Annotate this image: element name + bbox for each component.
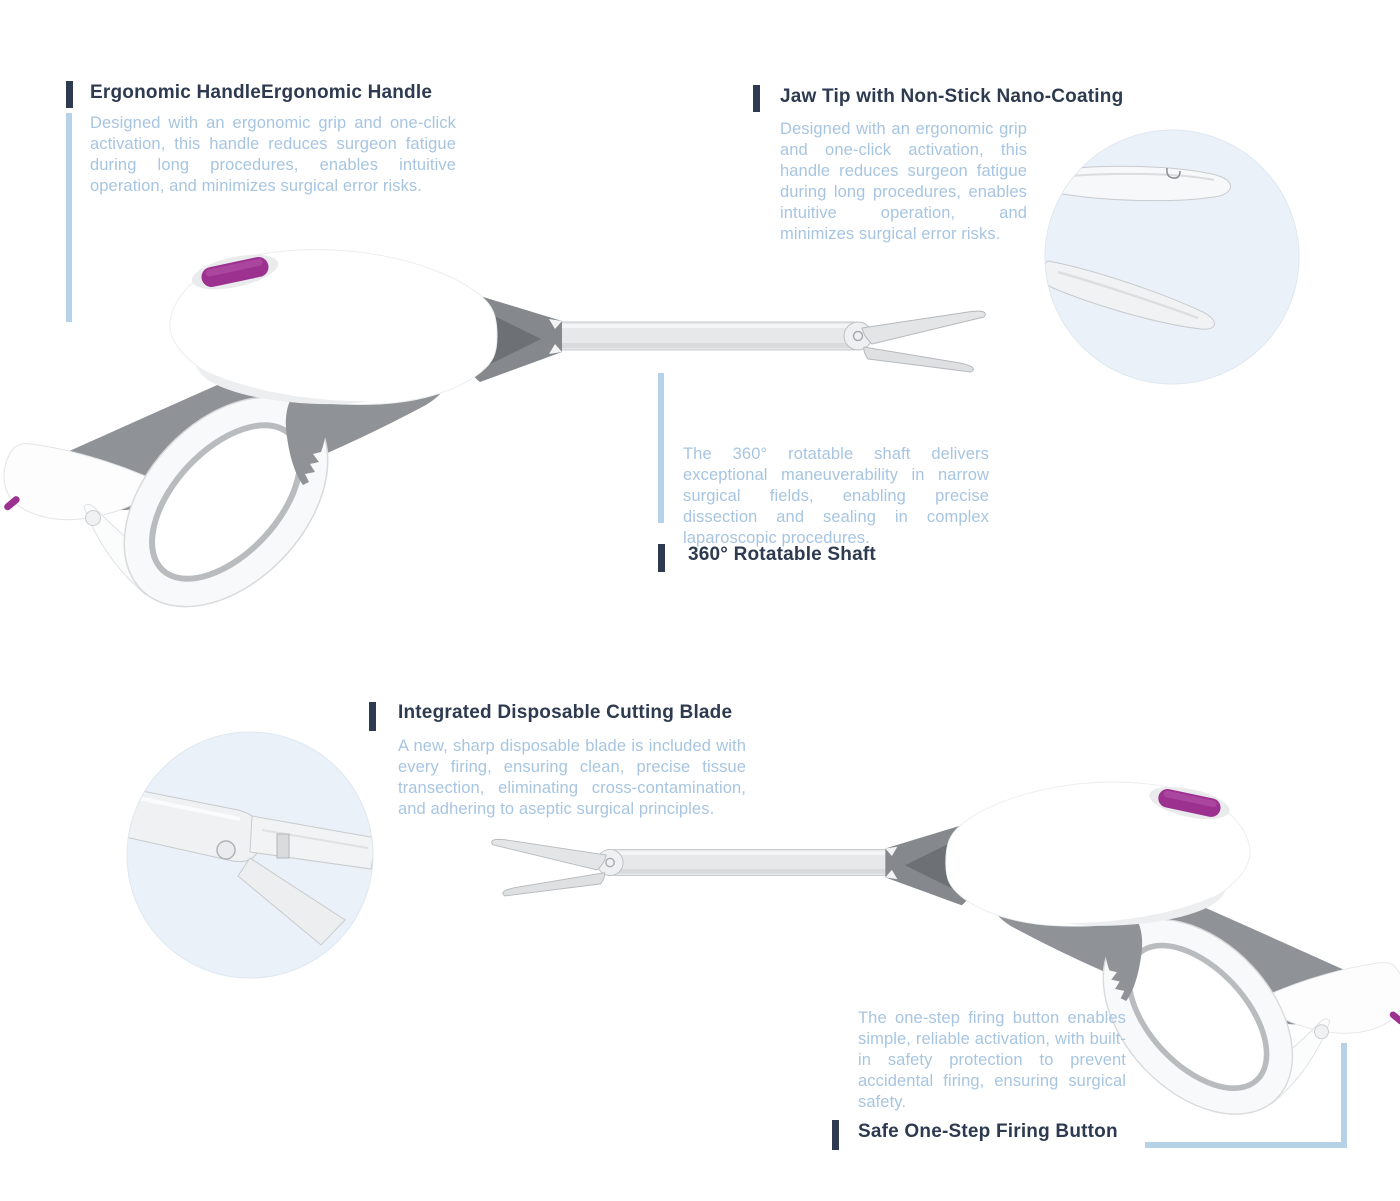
cutting-blade-title: Integrated Disposable Cutting Blade xyxy=(398,702,733,723)
firing-button-description: The one-step firing button enables simpl… xyxy=(858,1009,1126,1111)
connector-line-firing-button-vertical xyxy=(1341,1043,1347,1148)
ergonomic-handle-description: Designed with an ergonomic grip and one-… xyxy=(90,114,456,195)
accent-bar-firing-button xyxy=(832,1120,839,1150)
accent-bar-jaw-tip xyxy=(753,85,760,112)
accent-bar-ergonomic-handle xyxy=(66,81,73,108)
jaw-tip-closeup-inset xyxy=(1044,129,1300,385)
accent-bar-rotatable-shaft xyxy=(658,544,665,572)
connector-line-firing-button-horizontal xyxy=(1145,1142,1347,1148)
firing-button-title: Safe One-Step Firing Button xyxy=(858,1121,1118,1142)
jaw-tip-title: Jaw Tip with Non-Stick Nano-Coating xyxy=(780,86,1124,107)
rotatable-shaft-title: 360° Rotatable Shaft xyxy=(688,544,876,565)
ergonomic-handle-title: Ergonomic HandleErgonomic Handle xyxy=(90,82,433,103)
rotatable-shaft-description: The 360° rotatable shaft delivers except… xyxy=(683,445,989,547)
connector-line-rotatable-shaft xyxy=(658,373,664,523)
connector-line-ergonomic-handle xyxy=(66,113,72,322)
jaw-tip-description: Designed with an ergonomic grip and one-… xyxy=(780,120,1027,243)
accent-bar-cutting-blade xyxy=(369,702,376,731)
cutting-blade-description: A new, sharp disposable blade is include… xyxy=(398,737,746,818)
cutting-blade-hinge-inset xyxy=(126,731,374,979)
